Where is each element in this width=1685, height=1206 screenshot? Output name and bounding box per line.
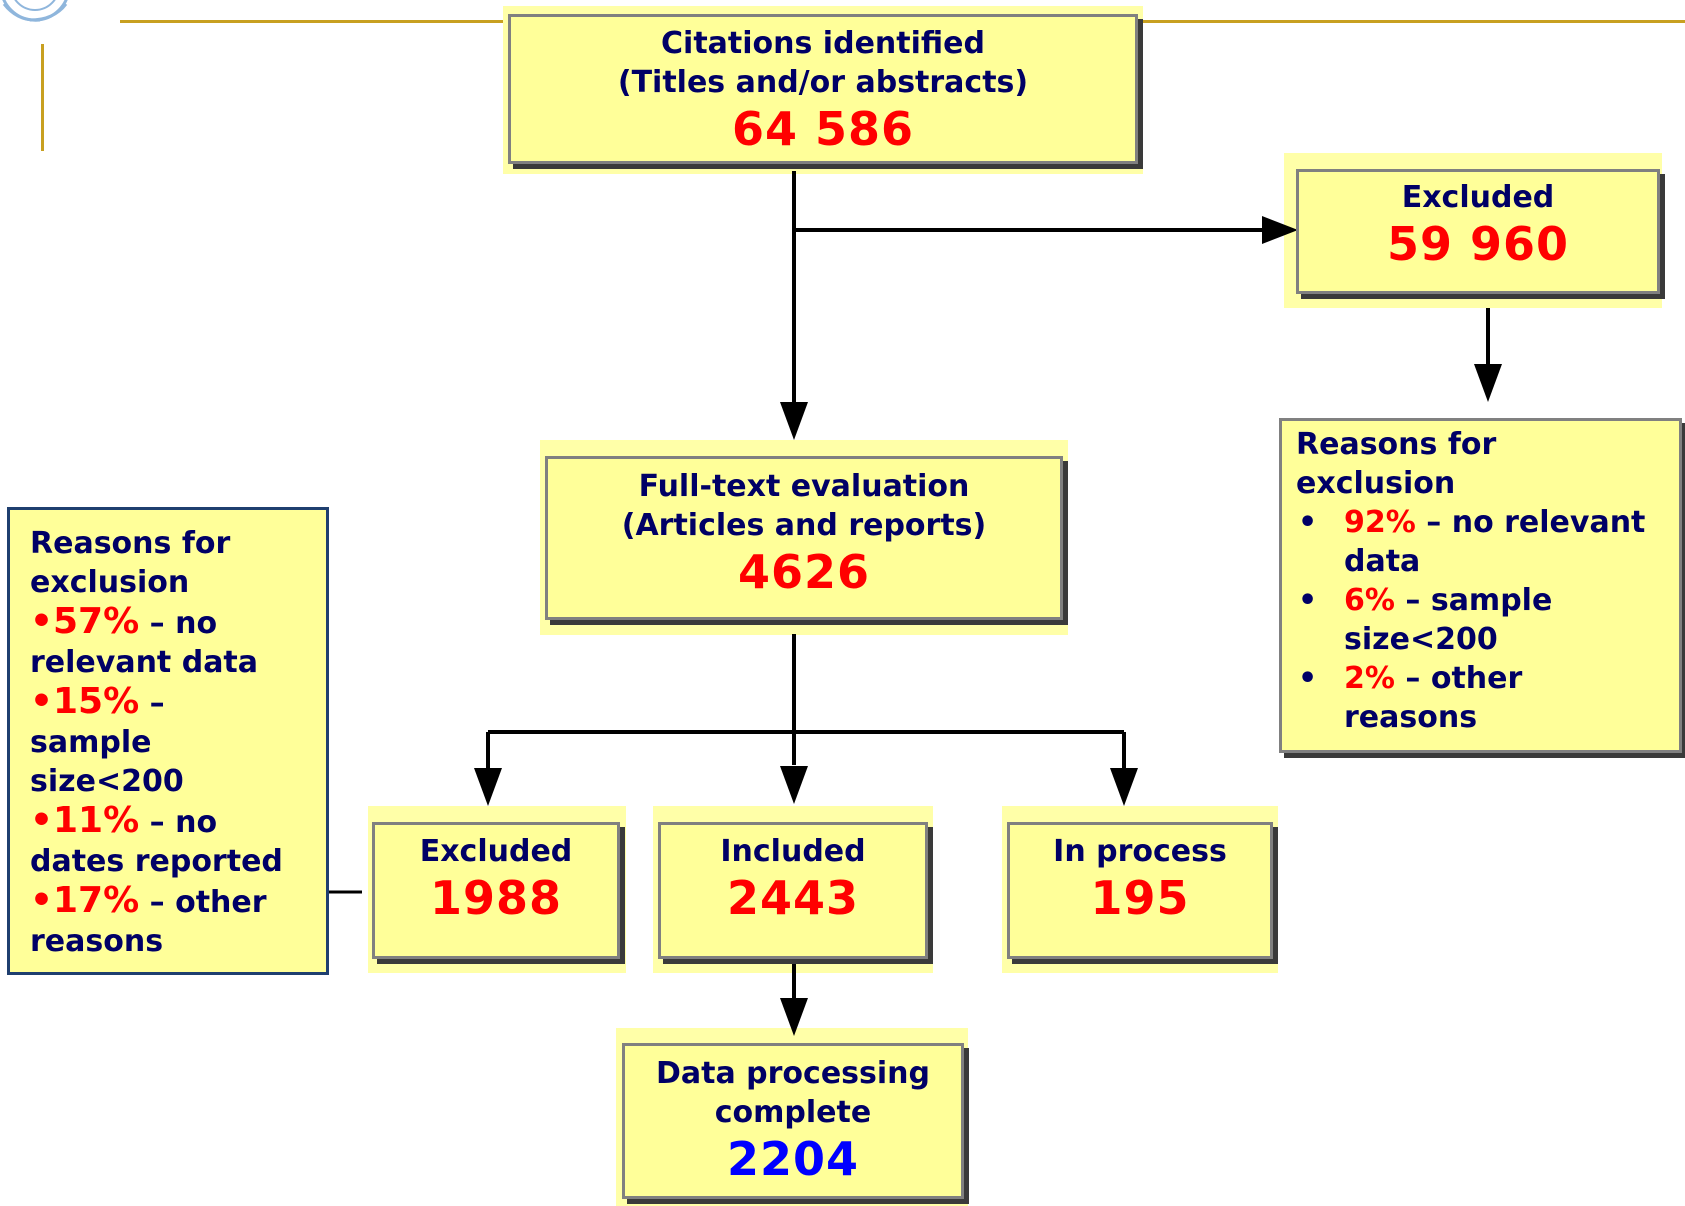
un-emblem-icon: [0, 0, 100, 24]
citations-title-line2: (Titles and/or abstracts): [617, 65, 1029, 100]
in-process-value: 195: [1090, 871, 1190, 925]
list-item: •57% – no relevant data: [30, 602, 310, 682]
right-reasons-list: • 92% – no relevant data • 6% – sample siz…: [1296, 503, 1665, 737]
in-process-title: In process: [1053, 834, 1227, 869]
left-reasons-heading: Reasons for exclusion: [30, 526, 231, 600]
data-processing-title-line2: complete: [714, 1095, 872, 1130]
excluded-bottom-box: Excluded 1988: [372, 822, 620, 959]
citations-title-line1: Citations identified: [661, 26, 985, 61]
fulltext-value: 4626: [737, 545, 871, 599]
reason-text: – no dates reported: [30, 805, 283, 879]
reason-text: – no relevant data: [30, 606, 259, 680]
reason-percent: 92%: [1344, 505, 1416, 540]
in-process-box: In process 195: [1007, 822, 1273, 959]
reason-percent: •15%: [30, 681, 140, 722]
bullet-icon: •: [1298, 583, 1318, 618]
data-processing-title-line1: Data processing: [655, 1056, 930, 1091]
reason-text: – sample size<200: [30, 686, 184, 799]
list-item: • 2% – other reasons: [1296, 659, 1665, 737]
header-vertical-rule: [41, 44, 44, 151]
excluded-bottom-title: Excluded: [419, 834, 573, 869]
list-item: • 92% – no relevant data: [1296, 503, 1665, 581]
excluded-top-value: 59 960: [1386, 217, 1570, 271]
citations-identified-box: Citations identified (Titles and/or abst…: [508, 14, 1138, 164]
excluded-bottom-value: 1988: [429, 871, 563, 925]
list-item: •17% – other reasons: [30, 881, 310, 961]
reason-percent: •17%: [30, 880, 140, 921]
right-reasons-heading: Reasons for exclusion: [1296, 427, 1497, 501]
bullet-icon: •: [1298, 661, 1318, 696]
reason-text: – sample size<200: [1344, 583, 1553, 657]
fulltext-title-line1: Full-text evaluation: [638, 469, 970, 504]
included-value: 2443: [726, 871, 860, 925]
list-item: • 6% – sample size<200: [1296, 581, 1665, 659]
reason-text: – other reasons: [1344, 661, 1523, 735]
reason-percent: 2%: [1344, 661, 1395, 696]
included-box: Included 2443: [658, 822, 928, 959]
citations-value: 64 586: [731, 102, 915, 156]
reason-text: – other reasons: [30, 885, 267, 959]
reason-percent: 6%: [1344, 583, 1395, 618]
included-title: Included: [720, 834, 866, 869]
left-exclusion-reasons: Reasons for exclusion •57% – no relevant…: [7, 507, 329, 975]
excluded-top-box: Excluded 59 960: [1296, 169, 1660, 294]
list-item: •15% – sample size<200: [30, 682, 200, 801]
data-processing-box: Data processing complete 2204: [622, 1043, 964, 1199]
reason-percent: •57%: [30, 601, 140, 642]
right-exclusion-reasons: Reasons for exclusion • 92% – no relevant…: [1279, 418, 1682, 753]
excluded-top-title: Excluded: [1401, 180, 1555, 215]
fulltext-evaluation-box: Full-text evaluation (Articles and repor…: [545, 456, 1063, 620]
list-item: •11% – no dates reported: [30, 801, 310, 881]
data-processing-value: 2204: [726, 1132, 860, 1186]
bullet-icon: •: [1298, 505, 1318, 540]
reason-percent: •11%: [30, 800, 140, 841]
fulltext-title-line2: (Articles and reports): [621, 508, 987, 543]
reason-text: – no relevant data: [1344, 505, 1646, 579]
